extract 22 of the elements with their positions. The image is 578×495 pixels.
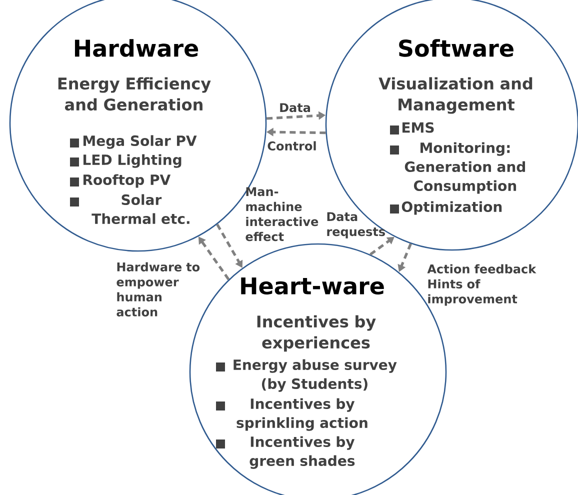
heading: Hardware — [74, 39, 198, 57]
subheading: Incentives by experiences — [257, 315, 376, 352]
bullet-item: Incentives by sprinkling action — [236, 398, 368, 431]
edge-label: Control — [268, 141, 316, 150]
bullet-item: Solar Thermal etc. — [92, 194, 190, 224]
bullet-item: Optimization — [402, 201, 502, 215]
heading: Software — [399, 39, 514, 57]
heading: Heart-ware — [241, 277, 384, 295]
bullet-item: Energy abuse survey (by Students) — [234, 359, 397, 392]
edge-label: Data — [280, 103, 310, 112]
edge-label: Hardware to empower human action — [116, 262, 200, 316]
bullet-item: Rooftop PV — [84, 174, 171, 188]
bullet-item: LED Lighting — [84, 154, 182, 168]
subheading: Energy Efficiency and Generation — [58, 77, 211, 111]
bullet-item: EMS — [402, 122, 434, 133]
bullet-item: Mega Solar PV — [84, 135, 197, 149]
edge-label: Data requests — [327, 212, 385, 238]
bullet-item: Monitoring: Generation and Consumption — [404, 142, 526, 194]
edge-label: Man-machine interactive effect — [246, 187, 318, 242]
bullet-item: Incentives by green shades — [250, 436, 355, 469]
edge-label: Action feedback Hints of improvement — [427, 264, 536, 306]
subheading: Visualization and Management — [378, 77, 532, 114]
